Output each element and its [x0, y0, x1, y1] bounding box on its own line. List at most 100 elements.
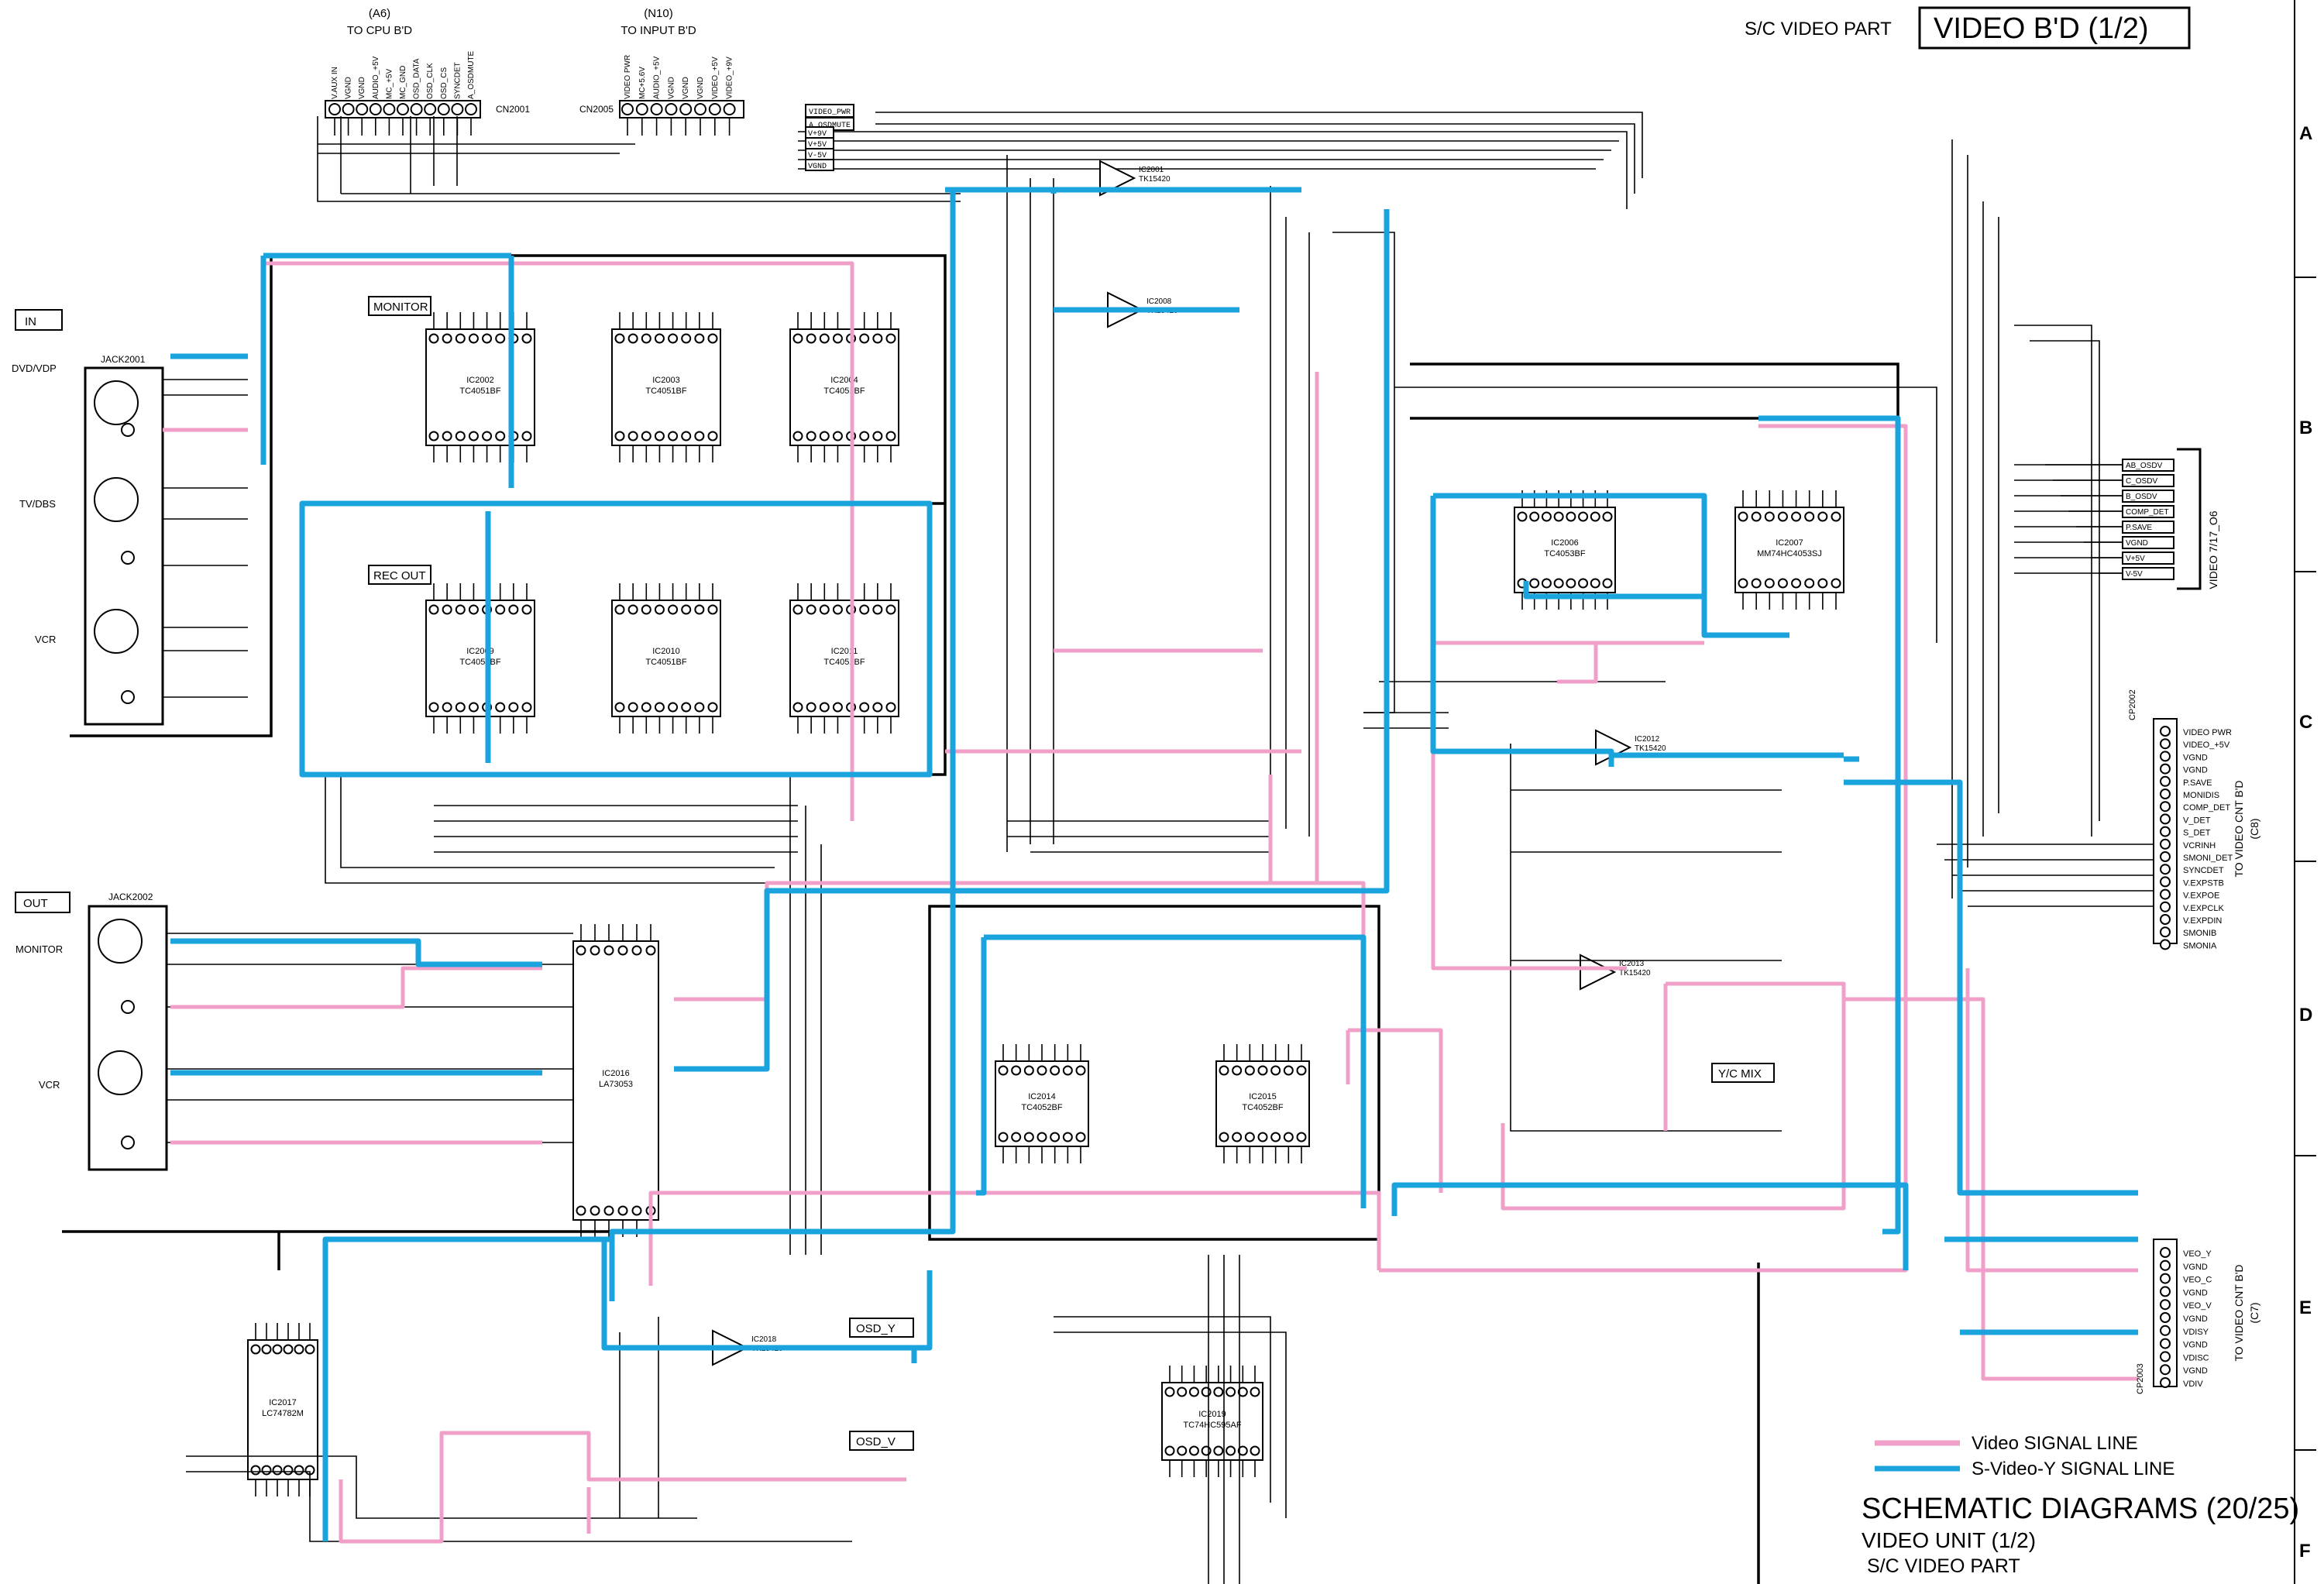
connector-pin: MC_GND — [397, 66, 409, 136]
grid-row-d: D — [2299, 1005, 2312, 1026]
svg-text:COMP_DET: COMP_DET — [2183, 803, 2230, 813]
svg-text:V+5V: V+5V — [2126, 555, 2145, 563]
svg-text:OSD_CLK: OSD_CLK — [426, 63, 435, 99]
svg-text:VIDEO_+9V: VIDEO_+9V — [726, 57, 734, 99]
connector-pin: SMONI_DET — [2160, 851, 2233, 863]
svg-text:AUDIO_+5V: AUDIO_+5V — [372, 56, 380, 99]
svg-text:V_DET: V_DET — [2183, 816, 2211, 825]
connector-pin: VGND — [356, 77, 369, 136]
legend-svideo-label: S-Video-Y SIGNAL LINE — [1972, 1459, 2174, 1479]
svg-text:LA73053: LA73053 — [599, 1080, 633, 1089]
src-dvd: DVD/VDP — [12, 362, 57, 374]
ic-layer: IC2002TC4051BFIC2003TC4051BFIC2004TC4051… — [247, 312, 1844, 1496]
svg-text:VCRINH: VCRINH — [2183, 841, 2216, 850]
signal-tag: C_OSDV — [2014, 474, 2174, 487]
svg-text:S_DET: S_DET — [2183, 829, 2211, 838]
svg-text:VEO_C: VEO_C — [2183, 1276, 2212, 1285]
cn2005-ref: CN2005 — [579, 104, 614, 115]
svg-text:MC_+5V: MC_+5V — [385, 68, 394, 99]
video7-connector: VIDEO 7/17_O6 AB_OSDVC_OSDVB_OSDVCOMP_DE… — [2014, 448, 2219, 590]
signal-tag: COMP_DET — [2014, 505, 2174, 518]
svg-text:TC74HC595AF: TC74HC595AF — [1183, 1421, 1241, 1430]
svg-text:IC2013: IC2013 — [1619, 960, 1645, 968]
signal-tag: V+5V — [2014, 551, 2174, 565]
svg-text:VGND: VGND — [2183, 753, 2208, 762]
connector-pin: AUDIO_+5V — [650, 56, 663, 136]
cp2003-dest-sub: (C7) — [2248, 1302, 2260, 1323]
rail-v5v: V+5V — [808, 141, 827, 149]
svg-text:IC2006: IC2006 — [1551, 538, 1578, 548]
connector-pin: VIDEO_+5V — [2160, 738, 2230, 750]
monitor-block-label: MONITOR — [373, 301, 428, 314]
grid-row-e: E — [2299, 1297, 2312, 1318]
cn2005-dest-sub: TO INPUT B'D — [621, 24, 696, 37]
svg-text:TK15420: TK15420 — [1139, 175, 1171, 184]
svg-text:VGND: VGND — [358, 77, 366, 99]
cp2003-ref: CP2003 — [2136, 1363, 2145, 1394]
footer-sub1: VIDEO UNIT (1/2) — [1862, 1528, 2036, 1552]
osdv-block-frame — [849, 1431, 914, 1451]
connector-pin: VIDEO PWR — [2160, 726, 2232, 737]
recout-block-frame — [368, 565, 431, 585]
grid-row-a: A — [2299, 123, 2312, 144]
legend-video-label: Video SIGNAL LINE — [1972, 1433, 2138, 1454]
svg-text:VIDEO_+5V: VIDEO_+5V — [711, 57, 720, 99]
svg-text:COMP_DET: COMP_DET — [2126, 508, 2169, 517]
connector-pin: SYNCDET — [2160, 864, 2224, 875]
svg-text:VGND: VGND — [2183, 1366, 2208, 1376]
svg-text:SMONIA: SMONIA — [2183, 941, 2217, 950]
jack-in-ref: JACK2001 — [101, 354, 146, 365]
connector-pin: V.EXPOE — [2160, 888, 2219, 901]
svg-text:V.EXPCLK: V.EXPCLK — [2183, 904, 2224, 913]
svg-text:IC2012: IC2012 — [1635, 735, 1660, 744]
dest-vcr: VCR — [39, 1079, 60, 1091]
ycmix-block-label: Y/C MIX — [1718, 1067, 1762, 1081]
cp2002-dest-sub: (C8) — [2248, 818, 2260, 839]
svg-text:V.AUX IN: V.AUX IN — [331, 67, 339, 99]
connector-pin: OSD_DATA — [410, 58, 423, 136]
connector-pin: S_DET — [2160, 826, 2211, 838]
svg-text:IC2014: IC2014 — [1028, 1092, 1055, 1101]
svg-text:IC2019: IC2019 — [1198, 1410, 1226, 1419]
svg-text:IC2003: IC2003 — [652, 376, 679, 385]
svg-text:VIDEO PWR: VIDEO PWR — [2183, 728, 2232, 737]
svg-text:TC4052BF: TC4052BF — [1242, 1103, 1283, 1112]
svg-text:VGND: VGND — [2183, 1314, 2208, 1324]
grid-row-c: C — [2299, 712, 2312, 733]
jack2002: OUT JACK2002 MONITOR VCR — [15, 892, 573, 1171]
svg-text:AUDIO_+5V: AUDIO_+5V — [653, 56, 662, 99]
svg-text:C_OSDV: C_OSDV — [2126, 477, 2157, 486]
osdv-block-label: OSD_V — [856, 1435, 896, 1448]
footer-title: SCHEMATIC DIAGRAMS (20/25) — [1862, 1493, 2299, 1525]
svg-text:VGND: VGND — [2183, 766, 2208, 775]
connector-pin: VDIV — [2160, 1377, 2203, 1389]
cp2002-connector: CP2002 TO VIDEO CNT B'D (C8) VIDEO PWRVI… — [2128, 689, 2260, 950]
out-label-box — [15, 892, 70, 913]
svg-text:V-5V: V-5V — [2126, 570, 2143, 579]
svg-text:VGND: VGND — [682, 77, 690, 99]
rail-vm5v: V-5V — [808, 152, 827, 160]
connector-pin: V.AUX IN — [328, 67, 341, 136]
connector-pin: AUDIO_+5V — [369, 56, 382, 136]
svg-text:V.EXPOE: V.EXPOE — [2183, 892, 2219, 901]
connector-pin: V_DET — [2160, 813, 2211, 825]
section-label: S/C VIDEO PART — [1745, 19, 1892, 40]
connector-pin: VIDEO_+9V — [723, 57, 736, 136]
out-label: OUT — [23, 897, 48, 910]
connector-pin: VDISY — [2160, 1325, 2209, 1337]
misc-wiring — [186, 139, 2154, 1584]
svg-text:SYNCDET: SYNCDET — [453, 62, 462, 99]
connector-pin: SMONIA — [2160, 939, 2217, 950]
